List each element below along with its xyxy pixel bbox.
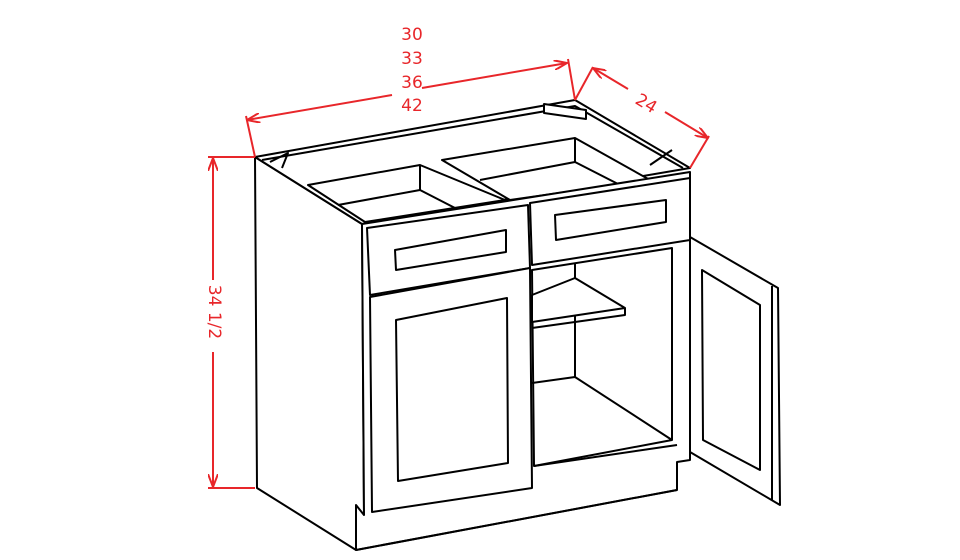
open-interior [531,247,673,467]
width-option-42: 42 [401,96,423,116]
width-option-33: 33 [401,49,423,69]
depth-label: 24 [632,90,661,118]
right-drawer-panel [554,199,667,241]
left-door [369,267,533,513]
right-door-panel [701,269,761,471]
height-label: 34 1/2 [204,285,224,339]
left-drawer-panel [394,229,507,271]
left-drawer-box [307,164,506,223]
width-option-30: 30 [401,25,423,45]
cabinet-outline [254,99,781,551]
left-door-panel [395,297,509,482]
width-option-36: 36 [401,73,423,93]
dimension-lines [208,58,709,489]
width-labels: 30 33 36 42 [401,25,423,116]
